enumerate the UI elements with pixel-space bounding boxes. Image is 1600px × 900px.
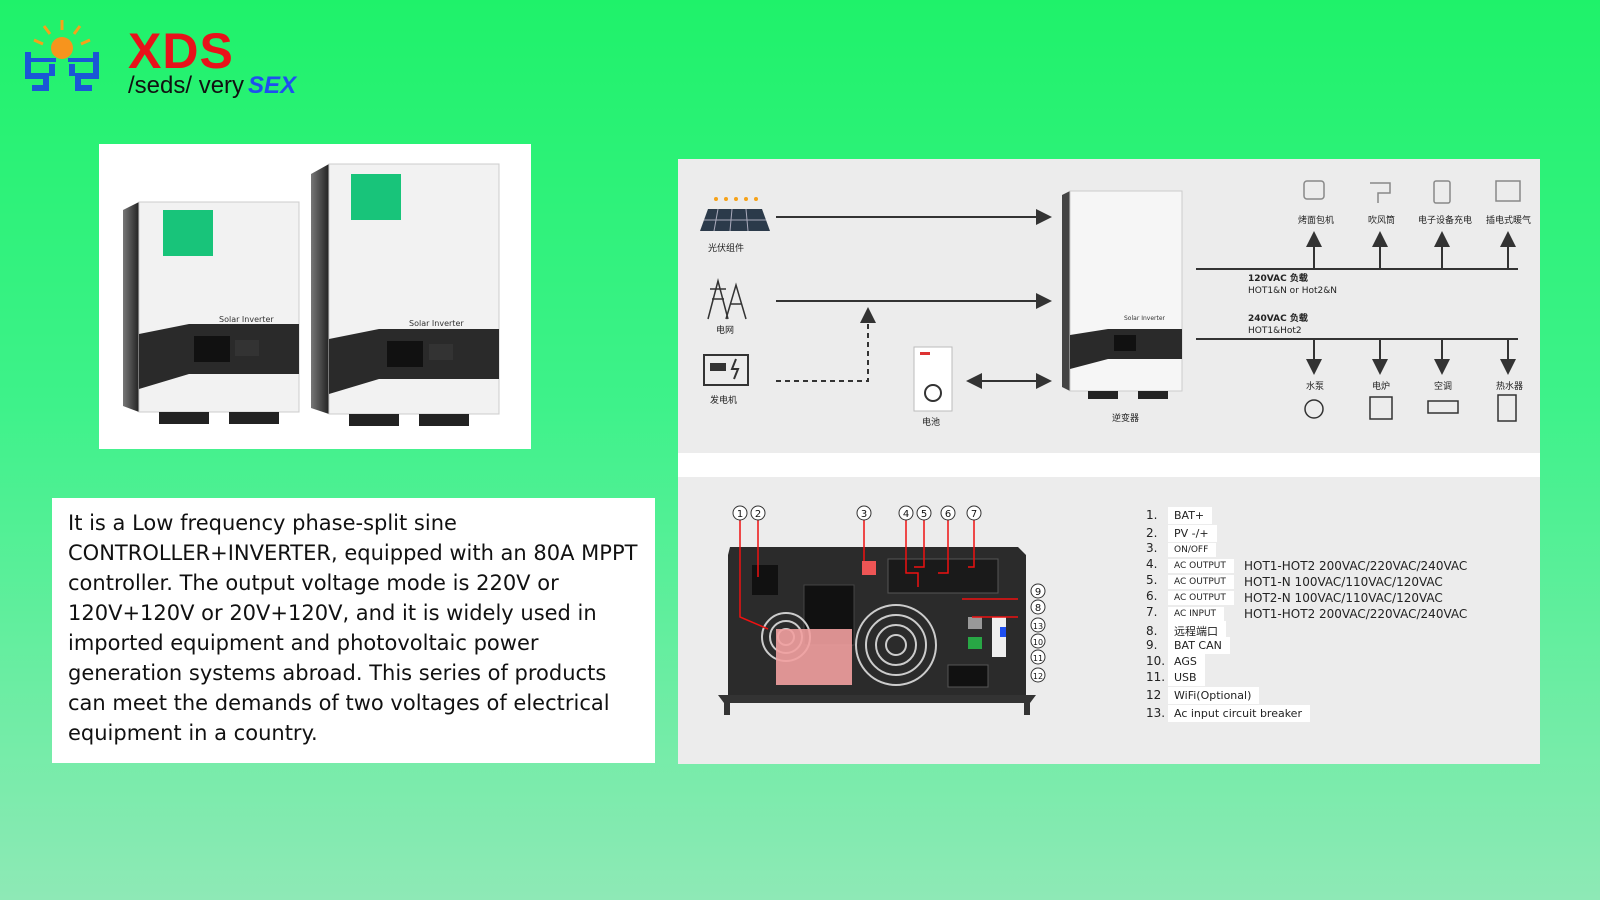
legend-desc: HOT2-N 100VAC/110VAC/120VAC bbox=[1244, 591, 1443, 605]
callout-8: 8 bbox=[1030, 599, 1046, 615]
callout-6: 6 bbox=[940, 505, 956, 521]
load-charger-label: 电子设备充电 bbox=[1418, 216, 1473, 226]
svg-text:12: 12 bbox=[1033, 672, 1043, 681]
product-description: It is a Low frequency phase-split sine C… bbox=[68, 511, 638, 745]
callout-4: 4 bbox=[898, 505, 914, 521]
grid-tower-icon bbox=[707, 278, 747, 320]
load-heater-label: 插电式暖气 bbox=[1486, 216, 1532, 226]
callout-10: 10 bbox=[1030, 633, 1046, 649]
inverter-photo-image: Solar Inverter Solar Inverter bbox=[123, 163, 500, 426]
inverter-label: Solar Inverter bbox=[1124, 315, 1166, 322]
svg-text:1: 1 bbox=[737, 509, 743, 520]
svg-text:7: 7 bbox=[971, 509, 977, 520]
hair-dryer-icon bbox=[1370, 182, 1391, 203]
legend-desc: HOT1-HOT2 200VAC/220VAC/240VAC bbox=[1244, 607, 1468, 621]
device-label: Solar Inverter bbox=[219, 315, 274, 324]
device-label-2: Solar Inverter bbox=[409, 319, 464, 328]
heater-icon bbox=[1495, 180, 1521, 202]
description-box: It is a Low frequency phase-split sine C… bbox=[52, 498, 655, 763]
generator-label: 发电机 bbox=[710, 396, 738, 406]
legend-item: 11.USB bbox=[1146, 669, 1205, 686]
svg-text:3: 3 bbox=[861, 509, 867, 520]
load-ac-label: 空调 bbox=[1434, 382, 1453, 392]
svg-text:4: 4 bbox=[903, 509, 909, 520]
callout-9: 9 bbox=[1030, 583, 1046, 599]
svg-text:11: 11 bbox=[1033, 654, 1043, 663]
grid-label: 电网 bbox=[716, 326, 735, 336]
svg-text:13: 13 bbox=[1033, 622, 1043, 631]
svg-text:2: 2 bbox=[755, 509, 761, 520]
callout-5: 5 bbox=[916, 505, 932, 521]
battery-label: 电池 bbox=[922, 418, 941, 428]
product-photo: Solar Inverter Solar Inverter bbox=[99, 144, 531, 449]
load-pump-label: 水泵 bbox=[1306, 382, 1325, 392]
battery-icon bbox=[913, 346, 953, 412]
svg-text:10: 10 bbox=[1033, 638, 1043, 647]
legend-desc: HOT1-HOT2 200VAC/220VAC/240VAC bbox=[1244, 559, 1468, 573]
callout-11: 11 bbox=[1030, 649, 1046, 665]
legend-item: 8.远程端口 bbox=[1146, 621, 1226, 641]
legend-item: 1.BAT+ bbox=[1146, 507, 1213, 524]
legend-desc: HOT1-N 100VAC/110VAC/120VAC bbox=[1244, 575, 1443, 589]
load-waterheater-label: 热水器 bbox=[1496, 382, 1524, 392]
callout-2: 2 bbox=[750, 505, 766, 521]
terminal-panel: 1 2 3 4 5 6 7 8 9 10 11 12 13 1.BAT+ 2.P… bbox=[678, 477, 1540, 764]
inverter-icon: Solar Inverter bbox=[1062, 190, 1183, 399]
system-diagram: Solar Inverter bbox=[678, 159, 1540, 764]
brand-subtitle-emphasis: SEX bbox=[248, 72, 297, 99]
load-toaster-label: 烤面包机 bbox=[1298, 216, 1335, 226]
air-conditioner-icon bbox=[1427, 400, 1459, 414]
legend-item: 9.BAT CAN bbox=[1146, 637, 1230, 654]
callout-1: 1 bbox=[732, 505, 748, 521]
legend-item: 10.AGS bbox=[1146, 653, 1205, 670]
svg-text:6: 6 bbox=[945, 509, 951, 520]
callout-13: 13 bbox=[1030, 617, 1046, 633]
company-logo bbox=[22, 16, 102, 106]
legend-item: 2.PV -/+ bbox=[1146, 525, 1217, 542]
svg-text:8: 8 bbox=[1035, 603, 1041, 614]
water-heater-icon bbox=[1497, 394, 1517, 422]
legend-item: 5.AC OUTPUT bbox=[1146, 573, 1234, 589]
stove-icon bbox=[1369, 396, 1393, 420]
callout-12: 12 bbox=[1030, 667, 1046, 683]
legend-item: 4.AC OUTPUT bbox=[1146, 557, 1234, 573]
sunflower-logo-icon bbox=[25, 20, 99, 91]
solar-panel-icon bbox=[700, 197, 770, 232]
svg-text:5: 5 bbox=[921, 509, 927, 520]
load-stove-label: 电炉 bbox=[1372, 382, 1391, 392]
generator-icon bbox=[703, 354, 749, 386]
brand-title: XDS bbox=[128, 23, 234, 79]
wiring-diagram-graphic: Solar Inverter bbox=[700, 180, 1521, 422]
charger-icon bbox=[1433, 180, 1451, 204]
load-hairdryer-label: 吹风筒 bbox=[1368, 216, 1396, 226]
svg-text:9: 9 bbox=[1035, 587, 1041, 598]
inverter-bottom-view-graphic: 1 2 3 4 5 6 7 8 9 10 11 12 13 bbox=[718, 505, 1046, 715]
inverter-cn-label: 逆变器 bbox=[1112, 414, 1140, 424]
callout-7: 7 bbox=[966, 505, 982, 521]
legend-item: 7.AC INPUT bbox=[1146, 605, 1225, 621]
callout-3: 3 bbox=[856, 505, 872, 521]
pump-icon bbox=[1304, 399, 1324, 419]
legend-item: 6.AC OUTPUT bbox=[1146, 589, 1234, 605]
toaster-icon bbox=[1303, 180, 1325, 200]
legend-item: 3.ON/OFF bbox=[1146, 541, 1217, 557]
wiring-diagram: Solar Inverter bbox=[678, 159, 1540, 453]
pv-label: 光伏组件 bbox=[708, 244, 745, 254]
legend-item: 13.Ac input circuit breaker bbox=[1146, 705, 1310, 722]
